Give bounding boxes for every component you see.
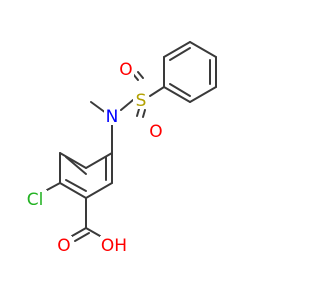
sulfonamide-group — [90, 71, 165, 118]
bond — [169, 47, 191, 61]
label-bg — [148, 122, 164, 140]
label-bg — [100, 236, 128, 254]
bond — [74, 232, 90, 242]
bond — [169, 83, 191, 97]
phenyl-ring — [163, 41, 217, 103]
bond — [189, 41, 217, 58]
carbonyl-oxygen-label: O — [57, 236, 70, 256]
bond — [71, 227, 87, 237]
oxygen-label: O — [149, 122, 162, 142]
bond — [142, 109, 146, 118]
bond — [59, 152, 87, 169]
label-bg — [133, 91, 149, 109]
oxygen-label: O — [119, 60, 132, 80]
chlorine-label: Cl — [27, 190, 44, 210]
nitrogen-label: N — [106, 107, 119, 127]
bond — [65, 179, 87, 192]
bond — [90, 101, 107, 114]
bond — [163, 41, 191, 58]
bond — [137, 71, 144, 79]
label-bg — [56, 236, 72, 254]
bond — [85, 182, 113, 199]
hydroxyl-label: OH — [101, 236, 127, 256]
bond — [149, 86, 165, 97]
bond — [46, 182, 61, 191]
bond — [163, 86, 191, 103]
bond — [136, 108, 140, 117]
carboxyl-group — [71, 197, 101, 242]
sulfur-label: S — [136, 91, 147, 111]
bond — [65, 156, 87, 175]
bond — [59, 182, 87, 199]
label-bg — [104, 107, 120, 125]
molecule-structure: O S O N Cl O OH — [23, 41, 217, 256]
bond — [120, 99, 134, 111]
benzoic-ring — [59, 123, 113, 199]
label-bg — [23, 190, 47, 208]
bond — [85, 152, 113, 169]
label-bg — [118, 60, 134, 78]
bond — [189, 86, 217, 103]
bond — [85, 227, 101, 237]
